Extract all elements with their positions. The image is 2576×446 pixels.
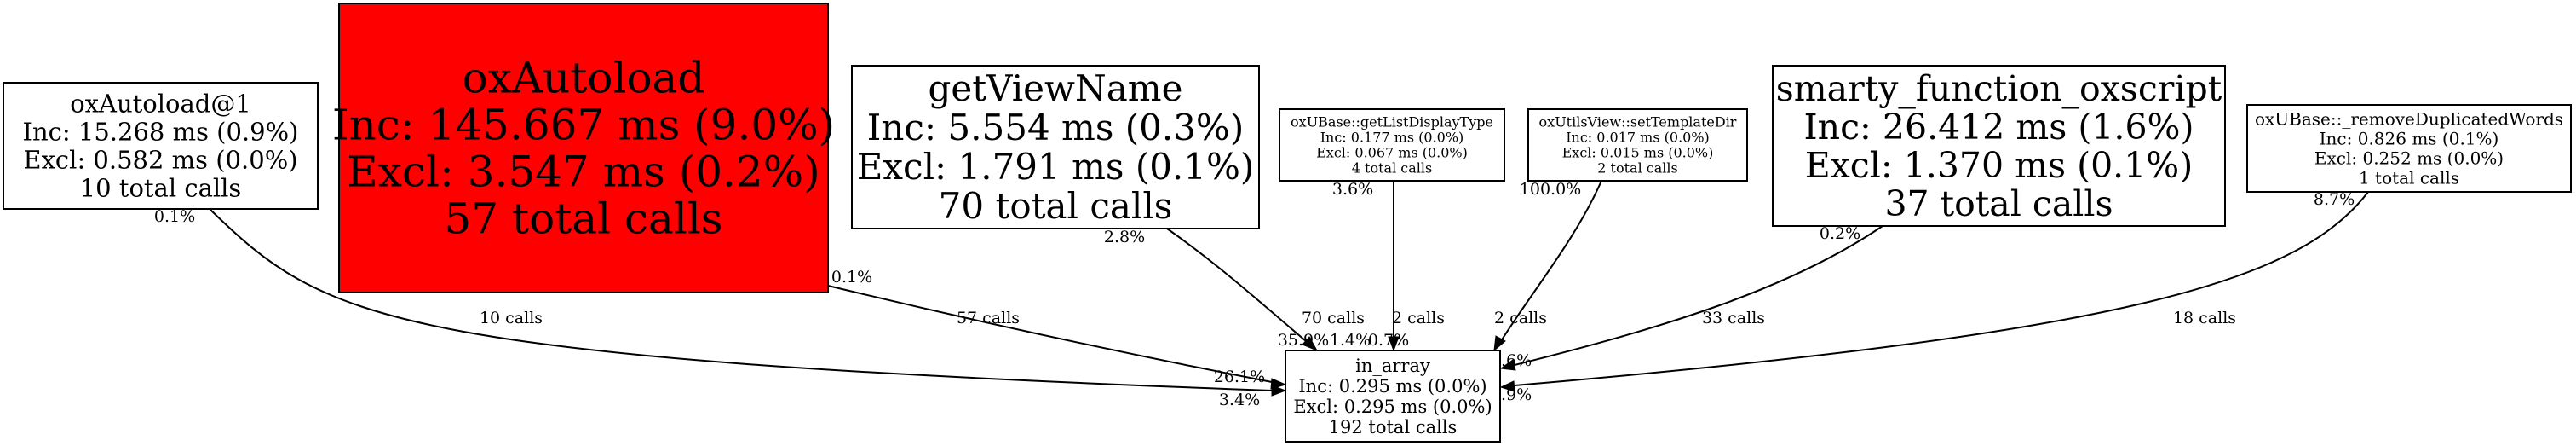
- node-box: [1527, 108, 1748, 182]
- node-box: [1772, 65, 2226, 227]
- edge-head-percent-label: 0.7%: [1368, 331, 1409, 350]
- arrow-head-icon: [1388, 336, 1400, 352]
- edge-head-percent-label: 26.1%: [1214, 368, 1265, 386]
- edge-tail-percent-label: 2.8%: [1104, 228, 1145, 246]
- edge-call-count-label: 2 calls: [1494, 309, 1547, 327]
- edge-settemplatedir-to-inarray: 2 calls 100.0% 0.7%: [1368, 180, 1602, 352]
- node-box: [2246, 104, 2572, 193]
- edge-line: [209, 208, 1273, 391]
- node-total-calls: 37 total calls: [1884, 183, 2113, 224]
- node-exclusive-time: Excl: 1.370 ms (0.1%): [1805, 145, 2193, 186]
- node-box: [1285, 350, 1501, 443]
- node-box: [851, 65, 1260, 229]
- edge-call-count-label: 2 calls: [1392, 309, 1445, 327]
- node-function-name: oxUBase::_removeDuplicatedWords: [2255, 109, 2563, 130]
- edge-tail-percent-label: 8.7%: [2314, 190, 2355, 209]
- arrow-head-icon: [1499, 380, 1515, 392]
- node-box: [338, 3, 829, 293]
- node-function-name: oxUBase::getListDisplayType: [1291, 114, 1493, 130]
- node-function-name: getViewName: [929, 67, 1183, 109]
- edge-getlistdisplaytype-to-inarray: 2 calls 3.6% 1.4%: [1330, 180, 1445, 352]
- node-inclusive-time: Inc: 145.667 ms (9.0%): [332, 101, 835, 150]
- edge-line: [1500, 180, 1602, 342]
- edge-call-count-label: 18 calls: [2173, 309, 2236, 327]
- node-exclusive-time: Excl: 0.015 ms (0.0%): [1562, 145, 1714, 161]
- edge-oxautoload-to-inarray: 57 calls 0.1% 26.1%: [827, 268, 1287, 390]
- edge-oxautoload1-to-inarray: 10 calls 0.1% 3.4%: [154, 207, 1287, 409]
- node-total-calls: 57 total calls: [445, 194, 723, 244]
- arrow-head-icon: [1270, 378, 1287, 390]
- edge-line: [1166, 228, 1307, 342]
- edge-call-count-label: 70 calls: [1302, 309, 1365, 327]
- edge-head-percent-label: 3.4%: [1219, 391, 1260, 409]
- node-total-calls: 192 total calls: [1329, 417, 1458, 437]
- edge-head-percent-label: 35.9%: [1278, 331, 1329, 350]
- node-total-calls: 70 total calls: [939, 185, 1173, 227]
- edge-tail-percent-label: 100.0%: [1520, 180, 1581, 199]
- edge-line: [1514, 225, 1883, 366]
- node-inclusive-time: Inc: 0.017 ms (0.0%): [1566, 130, 1710, 146]
- node-inclusive-time: Inc: 0.295 ms (0.0%): [1298, 376, 1486, 397]
- edge-tail-percent-label: 0.1%: [831, 268, 872, 287]
- edge-tail-percent-label: 0.1%: [154, 207, 195, 226]
- node-exclusive-time: Excl: 3.547 ms (0.2%): [347, 148, 819, 197]
- node-function-name: oxUtilsView::setTemplateDir: [1539, 114, 1737, 130]
- node-inclusive-time: Inc: 0.826 ms (0.1%): [2320, 129, 2499, 149]
- arrow-head-icon: [1493, 335, 1506, 352]
- edge-tail-percent-label: 3.6%: [1332, 180, 1373, 199]
- node-inclusive-time: Inc: 15.268 ms (0.9%): [23, 118, 299, 147]
- node-total-calls: 10 total calls: [80, 174, 242, 203]
- node-total-calls: 2 total calls: [1597, 160, 1677, 177]
- node-function-name: oxAutoload: [463, 54, 705, 103]
- arrow-head-icon: [1499, 359, 1516, 371]
- node-inclusive-time: Inc: 26.412 ms (1.6%): [1803, 107, 2194, 148]
- node-box: [3, 82, 319, 210]
- edge-call-count-label: 10 calls: [480, 309, 543, 327]
- arrow-head-icon: [1302, 336, 1319, 352]
- node-exclusive-time: Excl: 0.067 ms (0.0%): [1316, 145, 1468, 161]
- edge-getviewname-to-inarray: 70 calls 2.8% 35.9%: [1104, 228, 1365, 352]
- edge-tail-percent-label: 0.2%: [1820, 224, 1860, 243]
- node-function-name: oxAutoload@1: [70, 90, 251, 119]
- node-total-calls: 4 total calls: [1352, 160, 1432, 177]
- edge-call-count-label: 57 calls: [957, 309, 1020, 327]
- edge-line: [827, 285, 1273, 383]
- edge-call-count-label: 33 calls: [1702, 309, 1765, 327]
- node-total-calls: 1 total calls: [2359, 168, 2459, 188]
- node-function-name: in_array: [1355, 356, 1430, 376]
- node-inclusive-time: Inc: 5.554 ms (0.3%): [867, 107, 1244, 148]
- node-exclusive-time: Excl: 0.295 ms (0.0%): [1293, 397, 1492, 417]
- edge-head-percent-label: 1.4%: [1330, 331, 1371, 350]
- node-inclusive-time: Inc: 0.177 ms (0.0%): [1320, 130, 1464, 146]
- node-box: [1279, 108, 1505, 182]
- node-exclusive-time: Excl: 0.582 ms (0.0%): [23, 146, 297, 175]
- node-function-name: smarty_function_oxscript: [1776, 68, 2222, 109]
- node-exclusive-time: Excl: 0.252 ms (0.0%): [2314, 148, 2504, 169]
- node-exclusive-time: Excl: 1.791 ms (0.1%): [857, 146, 1255, 188]
- edge-line: [1514, 191, 2369, 386]
